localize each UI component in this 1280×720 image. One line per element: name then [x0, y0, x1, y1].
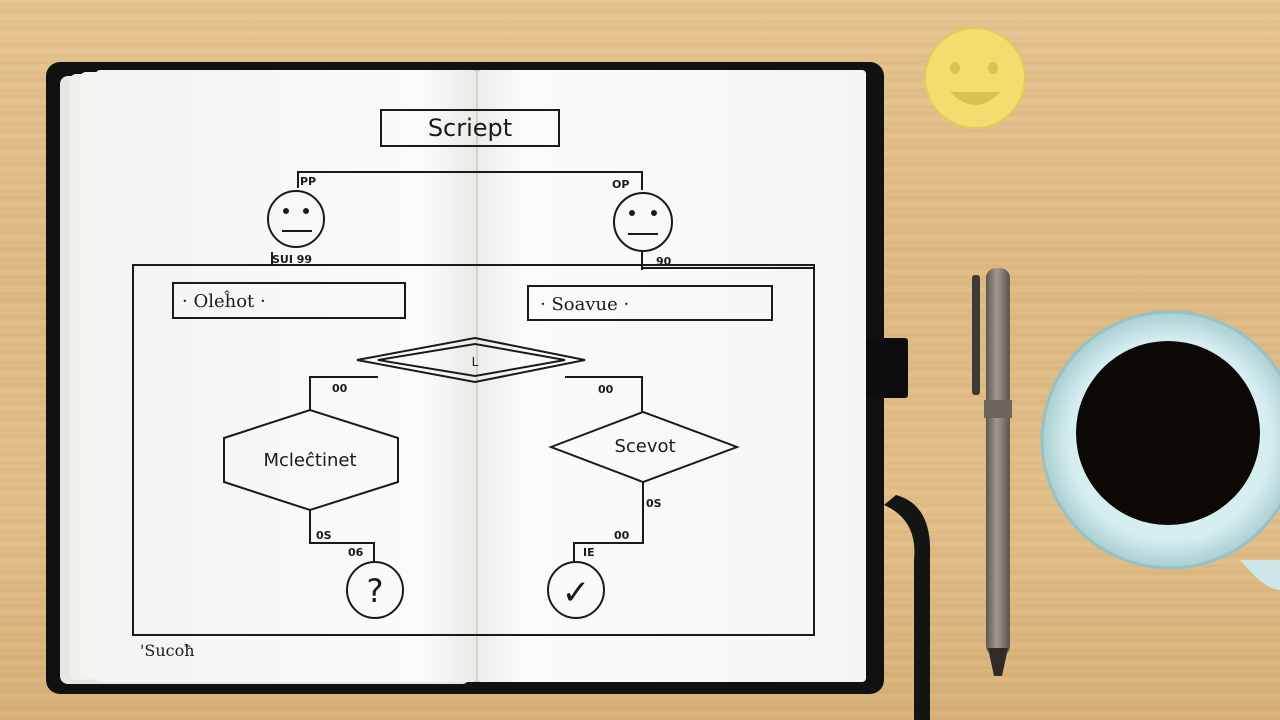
label-face-left-bottom: SUI 99: [272, 253, 312, 266]
question-circle: [346, 561, 404, 619]
question-mark-icon: ?: [367, 572, 384, 610]
center-decision-outer: [356, 336, 586, 384]
label-branch-right-mid: 0S: [646, 497, 662, 510]
box-left: [172, 282, 406, 319]
label-face-right-bottom: 90: [656, 255, 672, 268]
decision-left-shape: [223, 408, 399, 512]
title-box: [380, 109, 560, 147]
label-branch-left-mid: 0S: [316, 529, 332, 542]
flowchart-sketch: [132, 109, 815, 636]
label-branch-right-top: 00: [598, 383, 614, 396]
label-branch-left-bottom: 06: [348, 546, 364, 559]
decision-left-label: Mcleĉtinet: [264, 450, 357, 471]
decision-right-shape: [548, 410, 740, 484]
smiley-sticker: [924, 27, 1026, 129]
label-face-left-top: PP: [300, 175, 316, 188]
decision-right-label: Scevot: [614, 436, 675, 457]
center-decision-inner: [377, 342, 566, 378]
label-face-right-top: OP: [612, 178, 629, 191]
coffee-mug: [1040, 310, 1280, 590]
label-branch-right-bottom: IE: [583, 546, 595, 559]
box-right: [527, 285, 773, 321]
sketch-title: Scriept: [428, 114, 512, 142]
check-mark-icon: ✓: [562, 573, 591, 613]
box-right-label: · Soavue ·: [540, 294, 629, 315]
label-branch-left-top: 00: [332, 382, 348, 395]
neutral-face-right: [613, 192, 673, 252]
check-circle: [547, 561, 605, 619]
notebook: [46, 62, 931, 720]
pen: [972, 268, 1012, 676]
center-decision-label: L: [472, 355, 479, 369]
box-left-label: · Oleĥot ·: [182, 289, 266, 312]
label-branch-right-lower: 00: [614, 529, 630, 542]
neutral-face-left: [267, 190, 325, 248]
footer-note: 'Sucoħ: [140, 641, 195, 660]
